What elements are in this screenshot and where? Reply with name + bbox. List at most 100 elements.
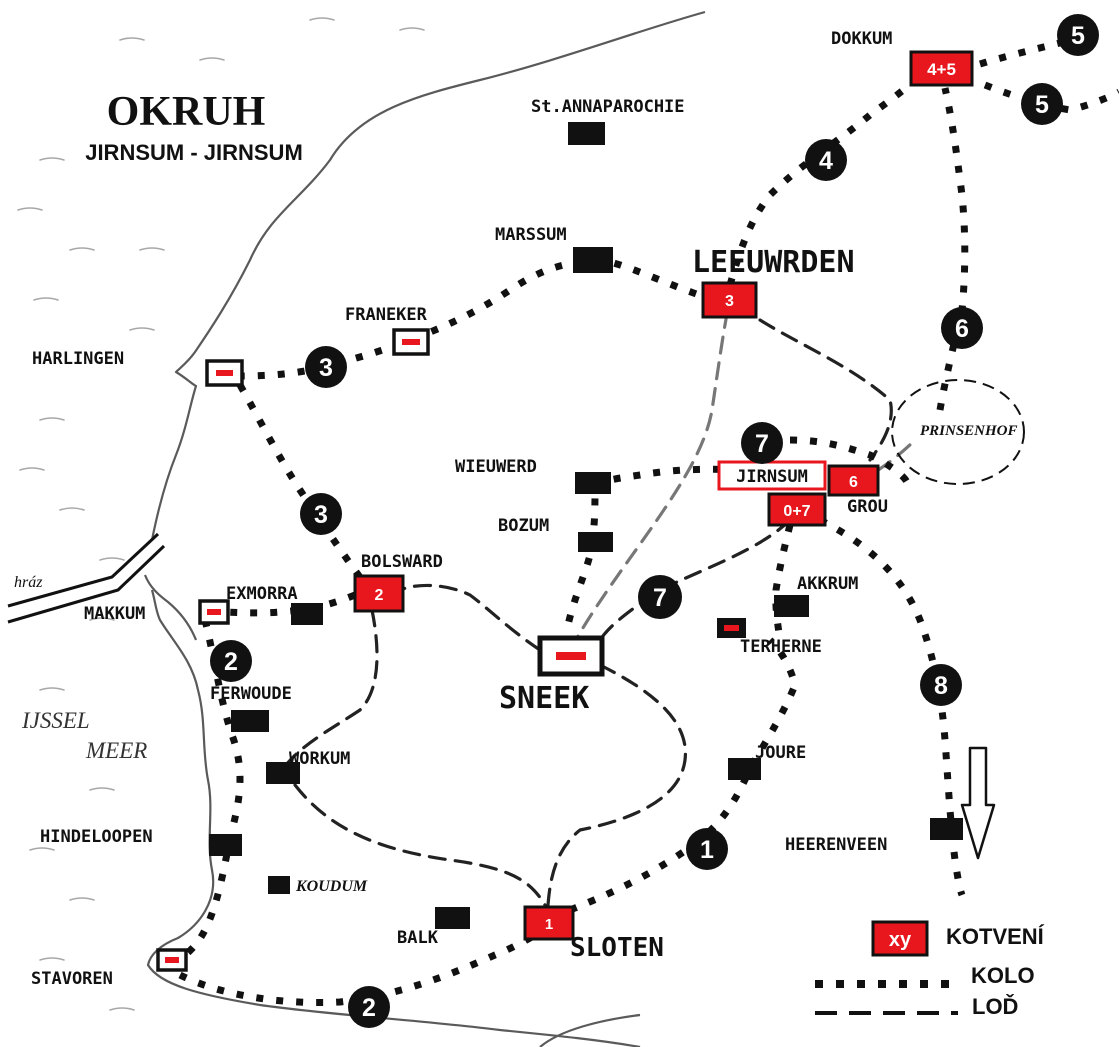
arrow-down-icon <box>960 746 996 860</box>
boat-route-sneek-sloten <box>546 663 687 907</box>
boat-route-sneek-leeuwarden <box>568 306 730 652</box>
water-label-line1: IJSSEL <box>21 708 90 733</box>
label-prinsenhof: PRINSENHOF <box>920 423 1018 439</box>
bike-route-grou-akkrum <box>772 524 794 641</box>
label-terherne: TERHERNE <box>740 637 822 657</box>
stage-markers: 5 5 4 6 3 7 3 7 2 8 1 2 <box>210 14 1099 1028</box>
stage-marker-6: 6 <box>941 307 983 349</box>
legend-boat: LOĎ <box>815 994 1018 1019</box>
bike-route-harlingen-bolsward <box>236 383 365 583</box>
bike-route-jirnsum-grou-loop <box>789 436 912 494</box>
anchor-grou-label: 0+7 <box>783 503 810 520</box>
legend-boat-label: LOĎ <box>972 994 1018 1019</box>
label-exmorra: EXMORRA <box>226 584 298 604</box>
label-koudum: KOUDUM <box>295 878 368 895</box>
map-subtitle: JIRNSUM - JIRNSUM <box>85 140 303 165</box>
label-workum: WORKUM <box>289 749 350 769</box>
stage-marker-8-label: 8 <box>934 672 948 700</box>
label-franeker: FRANEKER <box>345 305 428 325</box>
stage-marker-7a-label: 7 <box>755 430 769 458</box>
label-wieuwerd: WIEUWERD <box>455 457 537 477</box>
stage-marker-5b-label: 5 <box>1035 91 1049 119</box>
stage-marker-7b-label: 7 <box>653 584 667 612</box>
stage-marker-1: 1 <box>686 828 728 870</box>
legend-anchor-label: KOTVENÍ <box>946 924 1045 949</box>
stage-marker-5a: 5 <box>1057 14 1099 56</box>
stage-marker-4: 4 <box>805 139 847 181</box>
stage-marker-3b: 3 <box>300 493 342 535</box>
anchor-sloten: 1 <box>523 905 575 941</box>
anchor-grou: 0+7 <box>767 492 827 527</box>
legend-anchor: xy KOTVENÍ <box>871 920 1045 957</box>
town-balk <box>435 907 470 929</box>
label-joure: JOURE <box>755 743 806 763</box>
bike-route-grou-heerenveen <box>818 516 966 897</box>
legend-anchor-sample: xy <box>889 929 912 951</box>
sea-wave-marks <box>17 17 425 1011</box>
stage-marker-1-label: 1 <box>700 836 714 864</box>
label-sloten: SLOTEN <box>570 933 664 963</box>
stage-marker-6-label: 6 <box>955 315 969 343</box>
stage-marker-7a: 7 <box>741 422 783 464</box>
town-exmorra <box>291 603 323 625</box>
stage-marker-7b: 7 <box>638 575 682 619</box>
dam-causeway <box>7 532 166 624</box>
anchor-sloten-label: 1 <box>545 916 553 933</box>
town-workum <box>266 762 300 784</box>
boat-route-leeuwarden-grou <box>758 318 893 462</box>
label-bolsward: BOLSWARD <box>361 552 443 572</box>
stage-marker-4-label: 4 <box>819 147 833 175</box>
water-label-line2: MEER <box>85 738 147 763</box>
anchor-jirnsum-label: 6 <box>849 474 858 491</box>
stage-marker-3a: 3 <box>305 346 347 388</box>
legend: xy KOTVENÍ KOLO LOĎ <box>815 920 1045 1019</box>
town-sneek <box>537 635 605 677</box>
anchor-leeuwarden-label: 3 <box>725 293 734 310</box>
label-marssum: MARSSUM <box>495 225 567 245</box>
town-blocks <box>209 122 963 929</box>
boat-route-bolsward-workum <box>280 608 379 772</box>
bike-route-dokkum-east-b <box>983 81 1119 114</box>
label-harlingen: HARLINGEN <box>32 349 124 369</box>
town-hindeloopen <box>209 834 242 856</box>
stage-marker-2b-label: 2 <box>362 994 376 1022</box>
bike-route-grou-dokkum <box>936 87 969 411</box>
label-sneek: SNEEK <box>499 681 589 716</box>
town-joure <box>728 758 761 780</box>
coastline <box>143 10 706 1047</box>
anchor-leeuwarden: 3 <box>701 281 758 319</box>
stage-marker-5b: 5 <box>1021 83 1063 125</box>
stage-marker-8: 8 <box>920 664 962 706</box>
boat-route-sneek-bolsward <box>398 583 542 652</box>
stage-marker-2a-label: 2 <box>224 648 238 676</box>
stage-marker-2b: 2 <box>348 986 390 1028</box>
town-bozum <box>578 532 613 552</box>
stage-marker-3a-label: 3 <box>319 354 333 382</box>
anchor-jirnsum: 6 <box>827 464 880 497</box>
place-labels: DOKKUM St.ANNAPAROCHIE MARSSUM LEEUWRDEN… <box>31 29 1018 989</box>
map-title: OKRUH <box>107 89 266 135</box>
label-makkum: MAKKUM <box>84 604 145 624</box>
label-akkrum: AKKRUM <box>797 574 858 594</box>
town-heerenveen <box>930 818 963 840</box>
town-koudum <box>268 876 290 894</box>
town-makkum <box>198 599 230 625</box>
stage-marker-5a-label: 5 <box>1071 22 1085 50</box>
boat-route-grou-sneek <box>598 518 792 642</box>
town-ferwoude <box>231 710 269 732</box>
town-annaparochie <box>568 122 605 145</box>
label-ferwoude: FERWOUDE <box>210 684 292 704</box>
town-terherne <box>717 618 746 638</box>
jirnsum-label-box <box>717 460 827 491</box>
town-akkrum <box>774 595 809 617</box>
outlined-towns <box>156 328 746 972</box>
town-stavoren <box>156 948 188 972</box>
anchor-boxes: 4+5 3 6 0+7 2 1 <box>353 50 974 941</box>
anchor-dokkum-label: 4+5 <box>927 60 956 79</box>
label-bozum: BOZUM <box>498 516 549 536</box>
label-annaparochie: St.ANNAPAROCHIE <box>531 97 685 117</box>
anchor-bolsward-label: 2 <box>375 587 384 604</box>
stage-marker-2a: 2 <box>210 640 252 682</box>
